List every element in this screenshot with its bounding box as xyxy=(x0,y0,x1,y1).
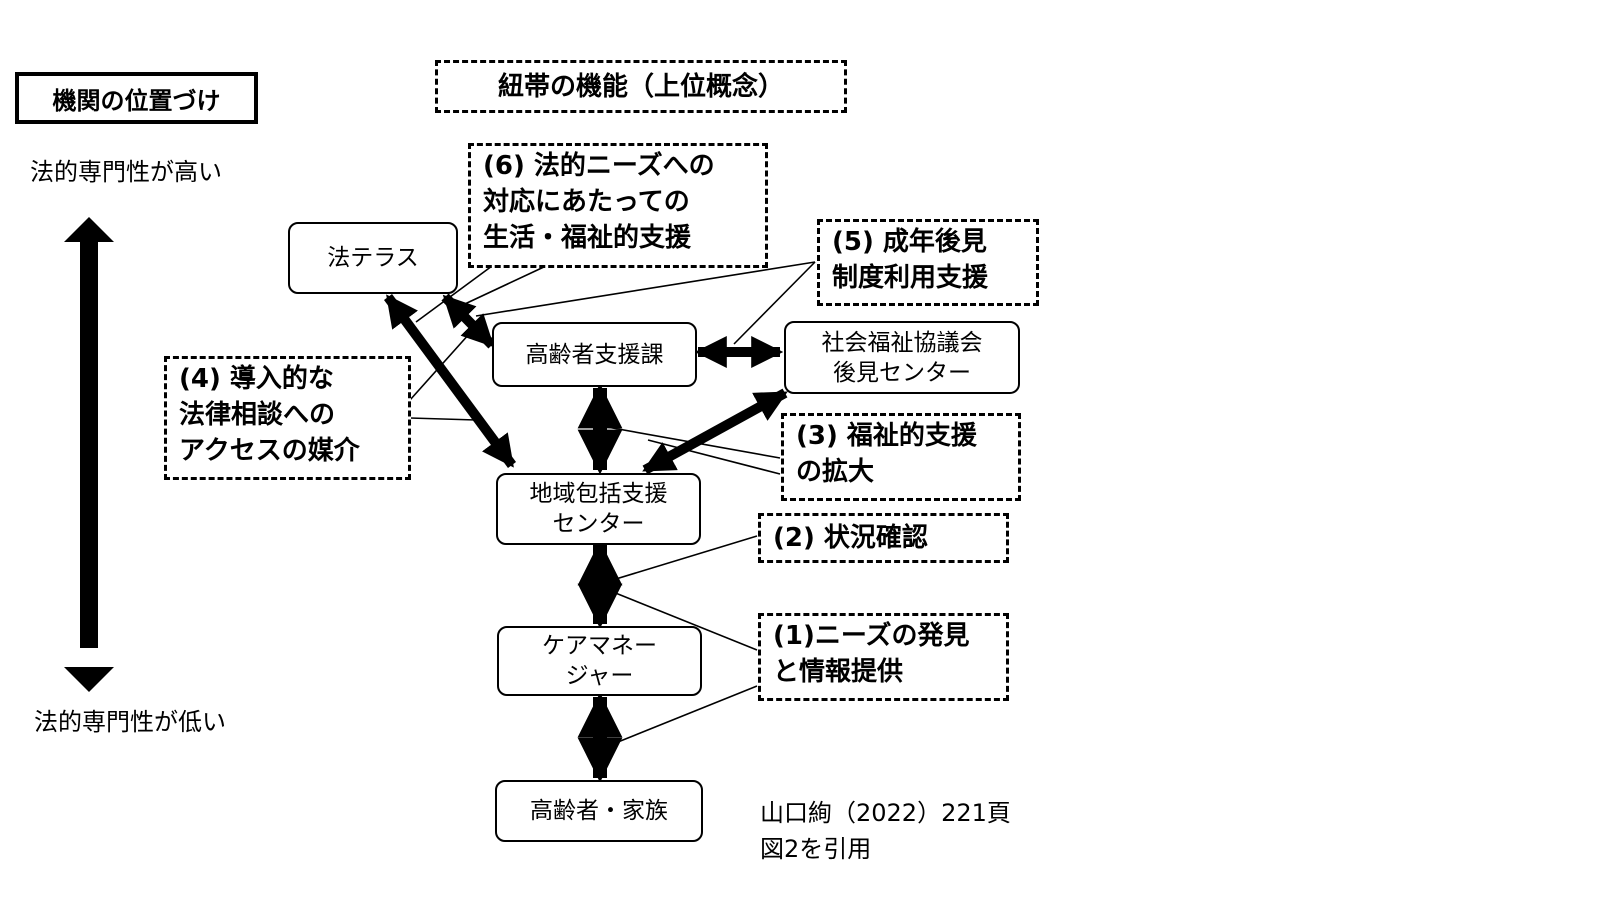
function-box-6: (6) 法的ニーズへの 対応にあたっての 生活・福祉的支援 xyxy=(468,143,768,268)
node-houterasu: 法テラス xyxy=(288,222,458,294)
connector-f2 xyxy=(605,535,758,583)
axis-low-label: 法的専門性が低い xyxy=(34,708,226,736)
function-text: (2) 状況確認 xyxy=(773,523,928,553)
axis-arrow xyxy=(64,217,114,692)
node-label: 後見センター xyxy=(833,359,971,386)
function-text: の拡大 xyxy=(796,457,875,487)
function-text: (4) 導入的な xyxy=(179,364,334,394)
connector-f6-b xyxy=(451,265,547,311)
axis-high-label: 法的専門性が高い xyxy=(30,158,222,186)
function-box-1: (1)ニーズの発見 と情報提供 xyxy=(758,613,1009,701)
node-shakyo-kouken-center: 社会福祉協議会 後見センター xyxy=(784,321,1020,394)
function-text: アクセスの媒介 xyxy=(179,436,360,466)
node-koureisha-kazoku: 高齢者・家族 xyxy=(495,780,703,842)
node-label: 地域包括支援 xyxy=(529,481,668,507)
edge-houterasu-koureisha xyxy=(441,293,496,349)
node-label: 社会福祉協議会 xyxy=(821,329,983,356)
connector-f1-b xyxy=(607,685,758,747)
citation-line: 山口絢（2022）221頁 xyxy=(760,799,1011,827)
node-care-manager: ケアマネー ジャー xyxy=(497,626,702,696)
axis-arrow-up-head xyxy=(64,217,114,242)
edge-shakyo-chiiki xyxy=(642,388,788,475)
function-box-4: (4) 導入的な 法律相談への アクセスの媒介 xyxy=(164,356,411,480)
function-text: 制度利用支援 xyxy=(832,263,989,293)
function-box-2: (2) 状況確認 xyxy=(758,513,1009,563)
position-label-box: 機関の位置づけ xyxy=(15,72,258,124)
citation: 山口絢（2022）221頁 図2を引用 xyxy=(760,795,1011,867)
axis-arrow-down-head xyxy=(64,667,114,692)
function-text: (6) 法的ニーズへの xyxy=(483,151,715,181)
node-label: ケアマネー xyxy=(542,633,657,659)
function-text: と情報提供 xyxy=(773,657,904,687)
citation-line: 図2を引用 xyxy=(760,835,872,863)
function-title-box: 紐帯の機能（上位概念） xyxy=(435,60,847,113)
function-box-3: (3) 福祉的支援 の拡大 xyxy=(781,413,1021,501)
function-text: 生活・福祉的支援 xyxy=(483,223,692,253)
position-label: 機関の位置づけ xyxy=(52,86,221,115)
connector-f1-a xyxy=(607,589,758,651)
connector-f5-b xyxy=(733,261,816,345)
node-chiiki-houkatsu-center: 地域包括支援 センター xyxy=(496,473,701,545)
function-text: (3) 福祉的支援 xyxy=(796,421,977,451)
function-text: 法律相談への xyxy=(179,400,336,430)
relationship-arrows xyxy=(383,293,788,783)
node-label: ジャー xyxy=(565,663,634,689)
connector-f4-b xyxy=(409,417,477,421)
function-box-5: (5) 成年後見 制度利用支援 xyxy=(817,219,1039,306)
function-text: 対応にあたっての xyxy=(483,187,690,217)
function-text: (5) 成年後見 xyxy=(832,227,987,257)
function-title: 紐帯の機能（上位概念） xyxy=(497,71,784,102)
connector-f5-a xyxy=(475,261,816,317)
node-label: センター xyxy=(552,511,645,537)
node-label: 高齢者・家族 xyxy=(530,798,668,824)
node-label: 法テラス xyxy=(327,245,419,271)
edge-houterasu-chiiki xyxy=(383,294,517,468)
function-text: (1)ニーズの発見 xyxy=(773,621,970,651)
node-label: 高齢者支援課 xyxy=(525,341,664,368)
node-koureisha-shienka: 高齢者支援課 xyxy=(492,322,697,387)
